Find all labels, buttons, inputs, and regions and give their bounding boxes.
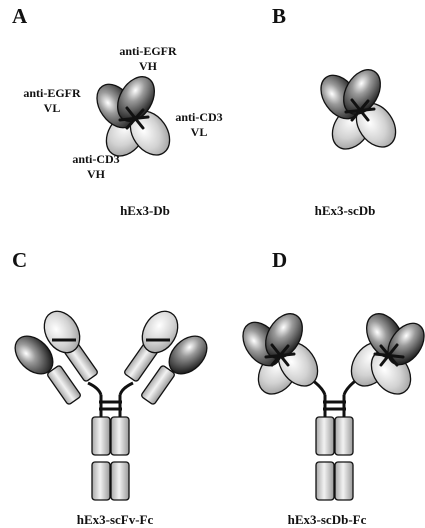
linker-cross <box>118 106 150 130</box>
label-anti-egfr-vh-line2: VH <box>139 59 157 73</box>
fc-region <box>91 416 130 501</box>
linker-cross <box>344 98 376 122</box>
panel-letter-a: A <box>12 4 28 28</box>
label-anti-egfr-vh: anti-EGFR VH <box>108 44 188 74</box>
scfv-fc-c <box>14 310 208 501</box>
scfv-arm-left <box>14 310 98 405</box>
scfv-arm-right <box>124 310 208 405</box>
label-anti-egfr-vl-line1: anti-EGFR <box>23 86 81 100</box>
caption-hex3-scdb: hEx3-scDb <box>314 203 376 218</box>
diabody-a <box>96 76 171 157</box>
label-anti-cd3-vh-line2: VH <box>87 167 105 181</box>
caption-hex3-scfv-fc: hEx3-scFv-Fc <box>76 512 154 527</box>
label-anti-cd3-vh-line1: anti-CD3 <box>72 152 120 166</box>
panel-letter-b: B <box>272 4 287 28</box>
fc-region <box>315 416 354 501</box>
label-anti-cd3-vl-line1: anti-CD3 <box>175 110 223 124</box>
panel-letter-d: D <box>272 248 288 272</box>
caption-hex3-db: hEx3-Db <box>120 203 170 218</box>
label-anti-egfr-vl: anti-EGFR VL <box>14 86 90 116</box>
scdb-right <box>350 313 425 395</box>
diabody-b <box>320 69 397 150</box>
panel-letter-c: C <box>12 248 28 272</box>
label-anti-cd3-vl: anti-CD3 VL <box>160 110 238 140</box>
hinge <box>87 381 134 417</box>
scdb-left <box>242 313 319 395</box>
scdb-fc-d <box>242 313 425 501</box>
label-anti-egfr-vl-line2: VL <box>43 101 61 115</box>
label-anti-cd3-vl-line2: VL <box>190 125 208 139</box>
label-anti-egfr-vh-line1: anti-EGFR <box>119 44 177 58</box>
caption-hex3-scdb-fc: hEx3-scDb-Fc <box>287 512 367 527</box>
label-anti-cd3-vh: anti-CD3 VH <box>58 152 134 182</box>
